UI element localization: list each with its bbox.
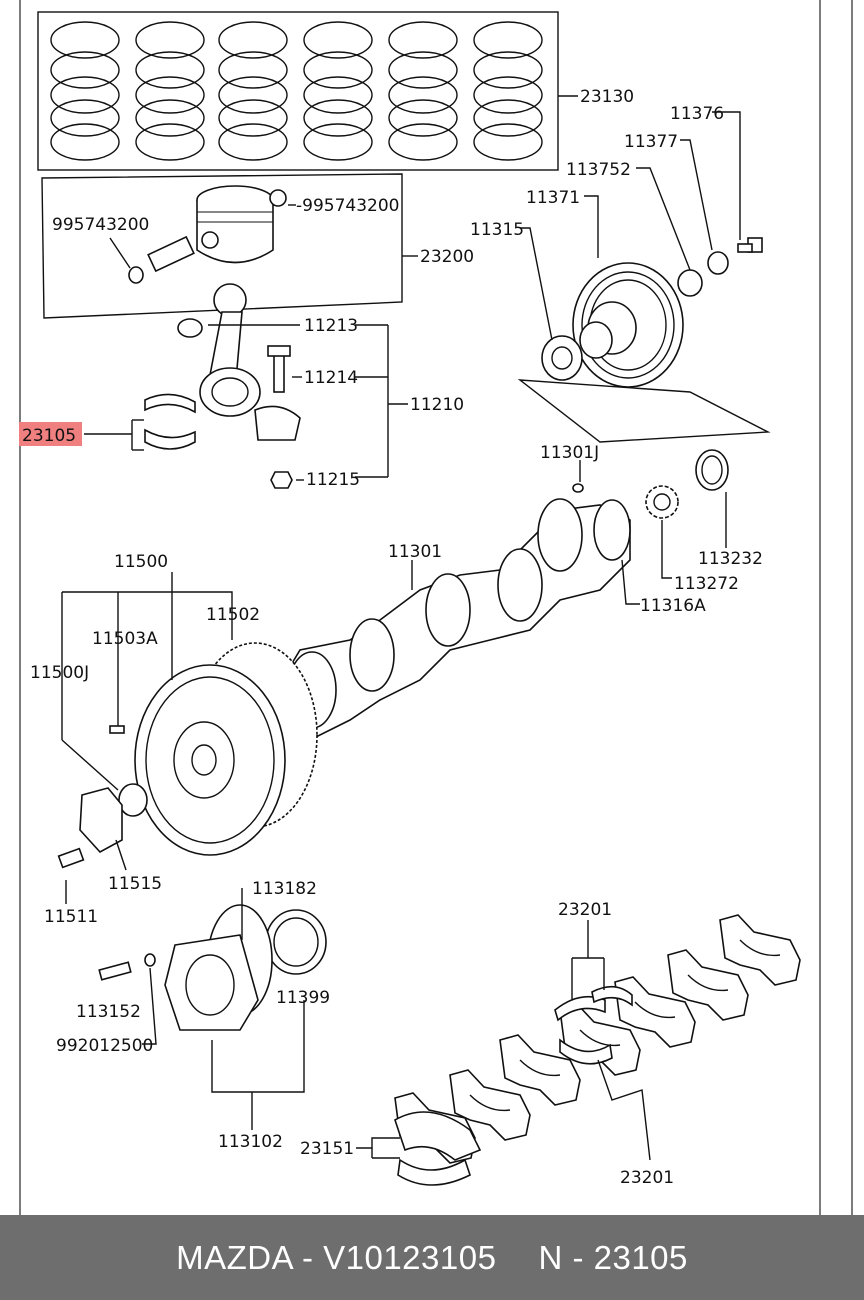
label-113182: 113182 xyxy=(252,879,317,899)
label-11515: 11515 xyxy=(108,874,162,894)
label-995743200-left: 995743200 xyxy=(52,215,149,235)
label-113152: 113152 xyxy=(76,1002,141,1022)
label-23105: 23105 xyxy=(22,426,76,446)
small-end-bushing xyxy=(177,318,203,338)
pulley-washer-113752 xyxy=(677,269,703,297)
pulley-washer-11377 xyxy=(707,251,729,275)
label-11214: 11214 xyxy=(304,368,358,388)
ring-column xyxy=(218,21,288,161)
main-bearing-shell xyxy=(554,995,606,1022)
housing-bolt-113152 xyxy=(98,961,132,981)
label-23130: 23130 xyxy=(580,87,634,107)
piston-assembly xyxy=(41,173,418,319)
label-11503A: 11503A xyxy=(92,629,158,649)
label-11371: 11371 xyxy=(526,188,580,208)
leader-11371 xyxy=(584,195,599,258)
crankshaft xyxy=(269,449,729,741)
main-bearing-caps xyxy=(356,914,801,1186)
label-11301: 11301 xyxy=(388,542,442,562)
label-992012500: 992012500 xyxy=(56,1036,153,1056)
woodruff-key xyxy=(572,483,584,493)
rod-cap xyxy=(254,405,301,441)
label-11500J: 11500J xyxy=(30,663,89,683)
thrust-washer xyxy=(695,449,729,491)
flywheel-assembly xyxy=(57,572,318,904)
label-11399: 11399 xyxy=(276,988,330,1008)
label-11316A: 11316A xyxy=(640,596,706,616)
pulley-hub xyxy=(579,321,613,359)
label-11502: 11502 xyxy=(206,605,260,625)
label-11215: 11215 xyxy=(306,470,360,490)
rod-nut xyxy=(270,471,293,489)
flywheel-plate-11515 xyxy=(79,787,123,854)
label-113752: 113752 xyxy=(566,160,631,180)
rod-bolt xyxy=(273,351,285,393)
label-23201-top: 23201 xyxy=(558,900,612,920)
flywheel-bolt xyxy=(57,847,85,869)
part-number-footer: MAZDA - V10123105 N - 23105 xyxy=(0,1215,864,1300)
crank-pulley-assembly xyxy=(517,111,771,443)
label-23200: 23200 xyxy=(420,247,474,267)
label-23151: 23151 xyxy=(300,1139,354,1159)
pulley-spacer-11315 xyxy=(541,335,583,381)
rod-bearing-upper xyxy=(144,393,196,414)
ring-column xyxy=(50,21,120,161)
label-11210: 11210 xyxy=(410,395,464,415)
piston-pin xyxy=(147,235,195,273)
seal-housing-113102 xyxy=(164,934,259,1031)
piston-box xyxy=(41,173,403,319)
ring-column xyxy=(388,21,458,161)
rod-big-end xyxy=(199,367,261,417)
label-113102: 113102 xyxy=(218,1132,283,1152)
pulley-outline-box xyxy=(517,379,771,443)
rear-seal-assembly xyxy=(98,888,327,1130)
label-23201-bottom: 23201 xyxy=(620,1168,674,1188)
dowel-pin-11503A xyxy=(109,725,125,734)
piston-rings-box xyxy=(37,11,559,171)
housing-washer xyxy=(144,953,156,967)
ring-column xyxy=(303,21,373,161)
label-11511: 11511 xyxy=(44,907,98,927)
pilot-bearing xyxy=(118,783,148,817)
connecting-rod-assembly xyxy=(84,283,408,489)
oil-seal-11399 xyxy=(265,909,327,975)
exploded-parts-diagram: 23130 -995743200 995743200 23200 xyxy=(19,0,853,1215)
thrust-bearing-23151 xyxy=(394,1111,482,1161)
highlight-23105 xyxy=(19,422,82,446)
main-bearing-cap xyxy=(719,914,801,986)
label-11301J: 11301J xyxy=(540,443,599,463)
label-113232: 113232 xyxy=(698,549,763,569)
label-113272: 113272 xyxy=(674,574,739,594)
ring-column xyxy=(135,21,205,161)
label-11315: 11315 xyxy=(470,220,524,240)
reference-number: N - 23105 xyxy=(538,1238,688,1276)
piston-rings-set xyxy=(37,11,578,171)
crank-gear-11316A xyxy=(593,499,631,561)
piston-pin-clip-left xyxy=(128,266,144,284)
rod-bearing-lower xyxy=(144,428,196,450)
timing-sprocket xyxy=(645,485,679,519)
leader-11315 xyxy=(520,227,553,341)
flywheel xyxy=(134,664,286,856)
brand-part-number: MAZDA - V10123105 xyxy=(176,1238,497,1276)
label-11213: 11213 xyxy=(304,316,358,336)
main-bearing-shell xyxy=(559,1038,613,1065)
leader-11376 xyxy=(712,111,741,240)
piston-pin-clip-right xyxy=(269,189,287,207)
leader-113752 xyxy=(636,167,691,271)
label-11500: 11500 xyxy=(114,552,168,572)
leader-11377 xyxy=(680,139,713,251)
label-995743200-right: -995743200 xyxy=(296,196,399,216)
label-11377: 11377 xyxy=(624,132,678,152)
ring-column xyxy=(473,21,543,161)
label-11376: 11376 xyxy=(670,104,724,124)
